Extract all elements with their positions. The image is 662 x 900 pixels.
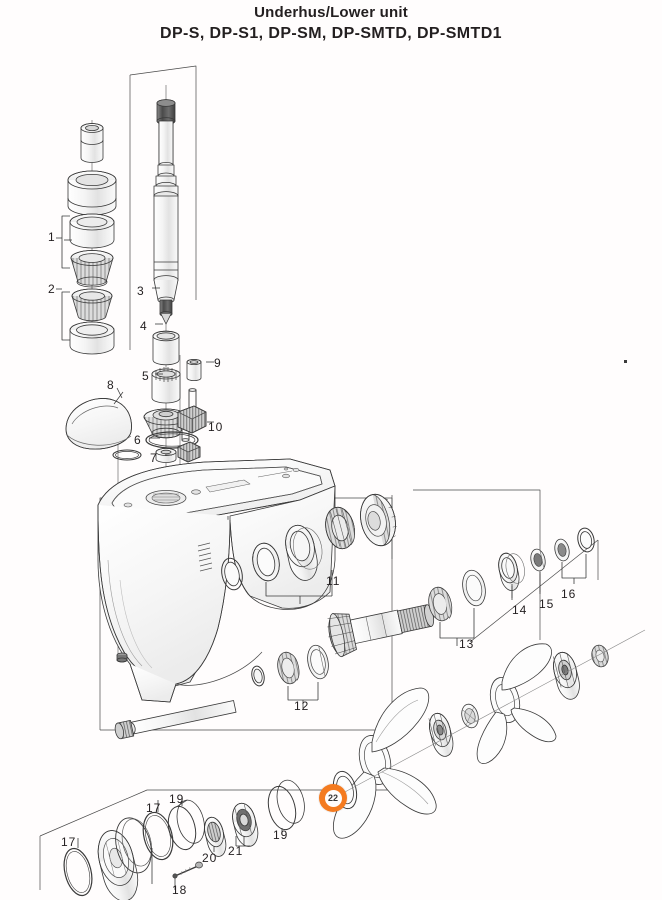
callout-sleeve-bushing[interactable]: 20 [202, 851, 218, 865]
callout-bearing-set-lower-shaft[interactable]: 12 [294, 699, 310, 713]
callout-o-ring-carrier-inner[interactable]: 17 [146, 801, 162, 815]
callout-washer[interactable]: 5 [142, 369, 150, 383]
callout-anode-block[interactable]: 10 [208, 420, 224, 434]
callout-bearing-set-vertical[interactable]: 11 [326, 574, 341, 588]
callout-cover-cap[interactable]: 8 [107, 378, 115, 392]
callout-screw[interactable]: 18 [172, 883, 188, 897]
callout-seal-pack[interactable]: 21 [228, 844, 244, 858]
highlighted-part-number: 22 [324, 789, 342, 807]
callout-coupling-sleeve[interactable]: 4 [140, 319, 148, 333]
callout-ring-b[interactable]: 19 [273, 828, 289, 842]
page-subtitle: DP-S, DP-S1, DP-SM, DP-SMTD, DP-SMTD1 [160, 25, 502, 42]
callout-o-ring-small[interactable]: 7 [150, 451, 158, 465]
callout-bearing-pair-upper[interactable]: 1 [48, 230, 56, 244]
callout-ring-a[interactable]: 19 [169, 792, 185, 806]
page-title: Underhus/Lower unit [254, 4, 408, 21]
callout-seal-pair[interactable]: 16 [561, 587, 577, 601]
callout-bushing[interactable]: 9 [214, 356, 222, 370]
highlighted-part-badge[interactable]: 22 [319, 784, 347, 812]
diagram-title-block: Underhus/Lower unit DP-S, DP-S1, DP-SM, … [0, 0, 662, 43]
callout-seal[interactable]: 15 [539, 597, 555, 611]
callout-o-ring-carrier-outer[interactable]: 17 [61, 835, 77, 849]
callout-bearing-pair-lower[interactable]: 2 [48, 282, 56, 296]
page-artifact-dot [624, 360, 627, 363]
callout-sleeve[interactable]: 14 [512, 603, 528, 617]
callout-bearing-set-prop-shaft[interactable]: 13 [459, 637, 475, 651]
callout-o-ring-large[interactable]: 6 [134, 433, 142, 447]
callout-spacer-sleeve[interactable]: 3 [137, 284, 145, 298]
